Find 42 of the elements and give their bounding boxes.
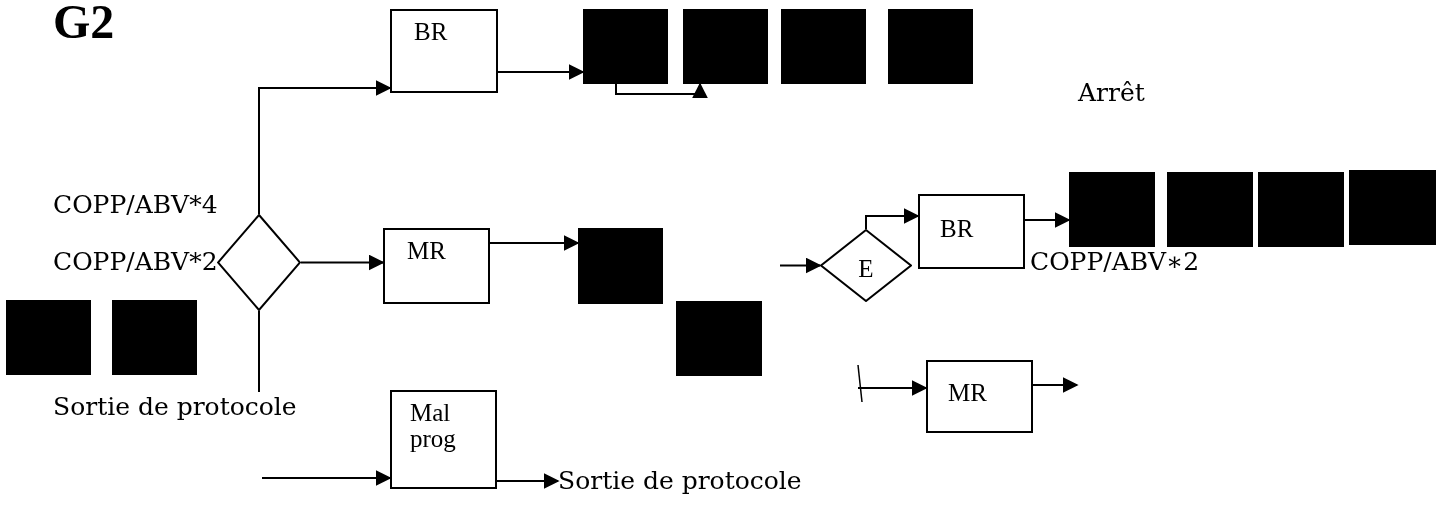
node-text: Sortie de protocole <box>53 392 297 421</box>
arrow <box>497 64 585 80</box>
filled-box <box>676 301 762 376</box>
arrow <box>1032 377 1079 393</box>
text-label: COPP/ABV*4 <box>53 190 218 219</box>
process-box <box>926 360 1033 433</box>
filled-box <box>1069 172 1155 247</box>
arrow <box>779 257 822 274</box>
filled-box <box>1349 170 1436 245</box>
process-box <box>918 194 1025 269</box>
node-text: MR <box>948 380 988 407</box>
arrow <box>1024 212 1071 228</box>
arrow <box>857 380 928 396</box>
filled-box <box>578 228 663 304</box>
filled-box <box>1258 172 1344 247</box>
filled-box <box>781 9 866 84</box>
filled-box <box>6 300 91 375</box>
text-label: Arrêt <box>1078 78 1145 107</box>
node-text: E <box>857 255 875 282</box>
arrow <box>261 470 392 486</box>
filled-box <box>888 9 973 84</box>
text-label: COPP/ABV∗2 <box>1030 247 1200 276</box>
filled-box <box>1167 172 1253 247</box>
arrow <box>615 82 708 99</box>
arrow <box>496 473 560 489</box>
filled-box <box>683 9 768 84</box>
arrow <box>300 254 385 271</box>
arrow <box>258 80 392 215</box>
arrow <box>865 208 920 230</box>
process-box <box>383 228 490 304</box>
arrow <box>489 235 580 251</box>
process-box <box>390 390 497 489</box>
text-label: COPP/ABV*2 <box>53 247 218 276</box>
node-text: Sortie de protocole <box>558 466 802 495</box>
process-box <box>390 9 498 93</box>
node-text: BR <box>940 216 975 243</box>
filled-box <box>583 9 668 84</box>
filled-box <box>112 300 197 375</box>
node-text: BR <box>414 19 449 46</box>
diagram-title: G2 <box>53 0 115 49</box>
node-text: Mal prog <box>410 400 457 453</box>
node-text: MR <box>407 238 447 265</box>
